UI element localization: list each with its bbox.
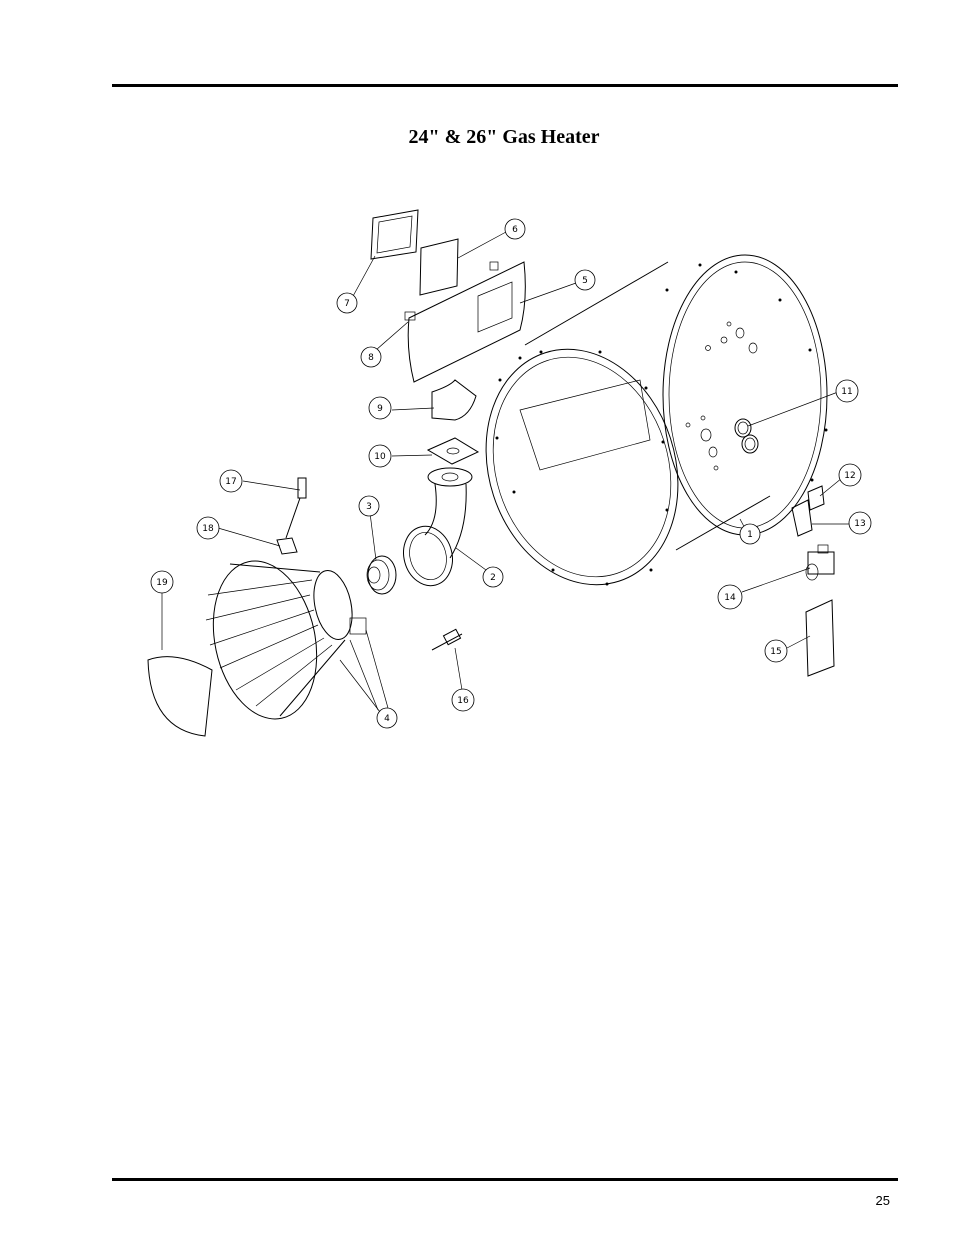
callout-18: 18 [196,516,220,540]
svg-text:7: 7 [344,299,350,309]
callout-16: 16 [451,688,475,712]
callout-19: 19 [150,570,174,594]
page-number: 25 [875,1193,890,1208]
header-rule [112,84,898,87]
burner-head-part [366,555,397,595]
callout-2: 2 [482,566,504,588]
callout-7: 7 [336,292,358,314]
svg-text:4: 4 [384,714,390,724]
leader-lines [161,231,850,713]
callout-12: 12 [838,463,862,487]
svg-text:12: 12 [844,471,855,481]
svg-text:5: 5 [582,276,588,286]
callout-14: 14 [717,584,743,610]
callout-13: 13 [848,511,872,535]
callout-9: 9 [368,396,392,420]
callout-4: 4 [376,707,398,729]
svg-text:3: 3 [366,502,372,512]
burner-elbow-part [403,467,473,587]
svg-text:18: 18 [202,524,214,534]
callout-11: 11 [835,379,859,403]
heat-shield-part [431,379,477,421]
flange-plate-part [426,437,480,465]
svg-text:8: 8 [368,353,374,363]
callout-15: 15 [764,639,788,663]
svg-text:17: 17 [225,477,236,487]
gas-valve-part [805,544,835,581]
callout-labels: 1 2 3 4 5 6 7 8 9 10 11 12 13 14 15 16 1… [150,218,872,729]
electrode-bracket-part [276,537,298,555]
mounting-bracket-part [791,485,825,537]
pilot-assembly-part [431,628,463,651]
end-cap-part [147,656,213,737]
page-title: 24" & 26" Gas Heater [408,126,600,148]
control-plate-part [805,599,835,677]
svg-text:9: 9 [377,404,383,414]
svg-text:11: 11 [841,387,852,397]
svg-text:13: 13 [854,519,865,529]
footer-rule [112,1178,898,1181]
svg-text:10: 10 [374,452,386,462]
svg-text:15: 15 [770,647,781,657]
svg-text:16: 16 [457,696,469,706]
gasket-part [370,209,419,260]
svg-text:14: 14 [724,593,736,603]
svg-text:2: 2 [490,573,496,583]
svg-text:1: 1 [747,530,753,540]
heat-cone-part [205,560,367,720]
callout-5: 5 [574,269,596,291]
callout-17: 17 [219,469,243,493]
callout-3: 3 [358,495,380,517]
cover-plate-part [419,238,459,296]
panel-part [404,261,526,383]
spark-electrode-part [285,477,307,539]
svg-text:19: 19 [156,578,168,588]
svg-text:6: 6 [512,225,518,235]
callout-10: 10 [368,444,392,468]
callout-8: 8 [360,346,382,368]
callout-1: 1 [739,523,761,545]
callout-6: 6 [504,218,526,240]
